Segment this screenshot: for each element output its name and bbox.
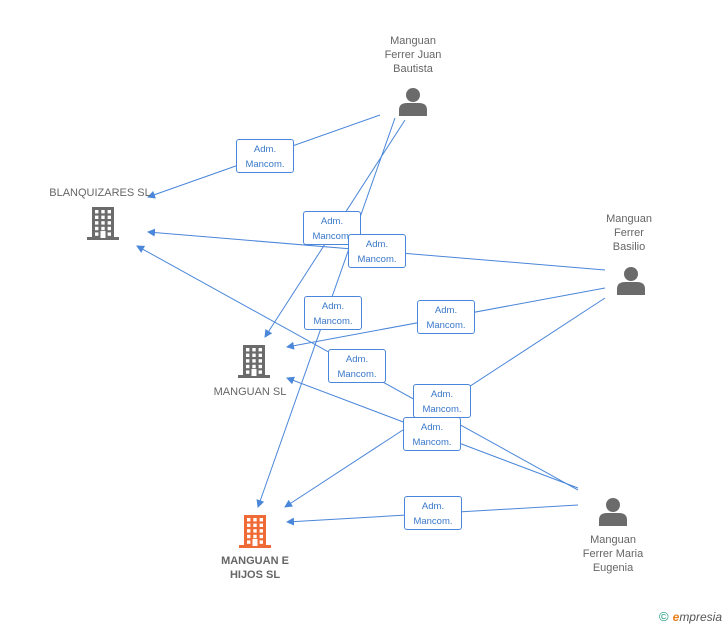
- company-label-manguan[interactable]: MANGUAN SL: [213, 386, 287, 398]
- person-label-line: Ferrer Maria: [582, 548, 644, 560]
- edge-label-line2: Mancom.: [413, 516, 453, 527]
- building-icon[interactable]: [238, 345, 270, 378]
- person-icon[interactable]: [599, 498, 627, 526]
- brand-logo: empresia: [673, 610, 722, 624]
- nodes-layer: [87, 88, 645, 548]
- edge-label[interactable]: Adm. Mancom.: [348, 234, 406, 268]
- person-label-basilio[interactable]: Manguan Ferrer Basilio: [574, 212, 684, 254]
- brand-name: mpresia: [679, 610, 722, 624]
- building-icon[interactable]: [87, 207, 119, 240]
- edge-label-line1: Adm.: [320, 216, 344, 227]
- edge-label[interactable]: Adm. Mancom.: [403, 417, 461, 451]
- person-label-line: Basilio: [612, 241, 646, 253]
- edge-label[interactable]: Adm. Mancom.: [417, 300, 475, 334]
- person-label-line: Manguan: [590, 534, 636, 546]
- building-icon[interactable]: [239, 515, 271, 548]
- edge-label-line2: Mancom.: [337, 369, 377, 380]
- person-label-juan[interactable]: Manguan Ferrer Juan Bautista: [353, 34, 473, 76]
- edge-label[interactable]: Adm. Mancom.: [413, 384, 471, 418]
- copyright-icon: ©: [659, 609, 669, 624]
- edge-label[interactable]: Adm. Mancom.: [236, 139, 294, 173]
- edge-label-line2: Mancom.: [312, 231, 352, 242]
- person-label-line: Ferrer Juan: [384, 49, 442, 61]
- edge-label-line1: Adm.: [321, 301, 345, 312]
- person-icon[interactable]: [399, 88, 427, 116]
- person-label-line: Manguan: [606, 213, 652, 225]
- edge-label-line2: Mancom.: [412, 437, 452, 448]
- person-label-line: Ferrer: [614, 227, 644, 239]
- edge-label-line1: Adm.: [430, 389, 454, 400]
- edge-label-line1: Adm.: [253, 144, 277, 155]
- edges-layer: [136, 114, 606, 526]
- copyright-footer[interactable]: ©empresia: [659, 609, 722, 624]
- person-icon[interactable]: [617, 267, 645, 295]
- edge-label[interactable]: Adm. Mancom.: [304, 296, 362, 330]
- edge-label-line2: Mancom.: [245, 159, 285, 170]
- edge-label-line1: Adm.: [365, 239, 389, 250]
- person-label-line: Eugenia: [592, 562, 634, 574]
- edge-label-line2: Mancom.: [313, 316, 353, 327]
- edge-label-line1: Adm.: [420, 422, 444, 433]
- company-label-blanquizares[interactable]: BLANQUIZARES SL: [49, 187, 151, 199]
- edge-label-line1: Adm.: [345, 354, 369, 365]
- person-label-maria[interactable]: Manguan Ferrer Maria Eugenia: [556, 533, 670, 575]
- edge-label[interactable]: Adm. Mancom.: [404, 496, 462, 530]
- company-label-manguan-hijos[interactable]: MANGUAN E HIJOS SL: [205, 554, 305, 582]
- person-label-line: Manguan: [390, 35, 436, 47]
- edge-label-line2: Mancom.: [357, 254, 397, 265]
- edge-label-line1: Adm.: [421, 501, 445, 512]
- company-label-line: MANGUAN E HIJOS SL: [221, 555, 289, 581]
- edge-label-line1: Adm.: [434, 305, 458, 316]
- person-label-line: Bautista: [393, 63, 433, 75]
- edge-label[interactable]: Adm. Mancom.: [328, 349, 386, 383]
- edge-label-line2: Mancom.: [426, 320, 466, 331]
- edge-label-line2: Mancom.: [422, 404, 462, 415]
- brand-initial: e: [672, 610, 680, 624]
